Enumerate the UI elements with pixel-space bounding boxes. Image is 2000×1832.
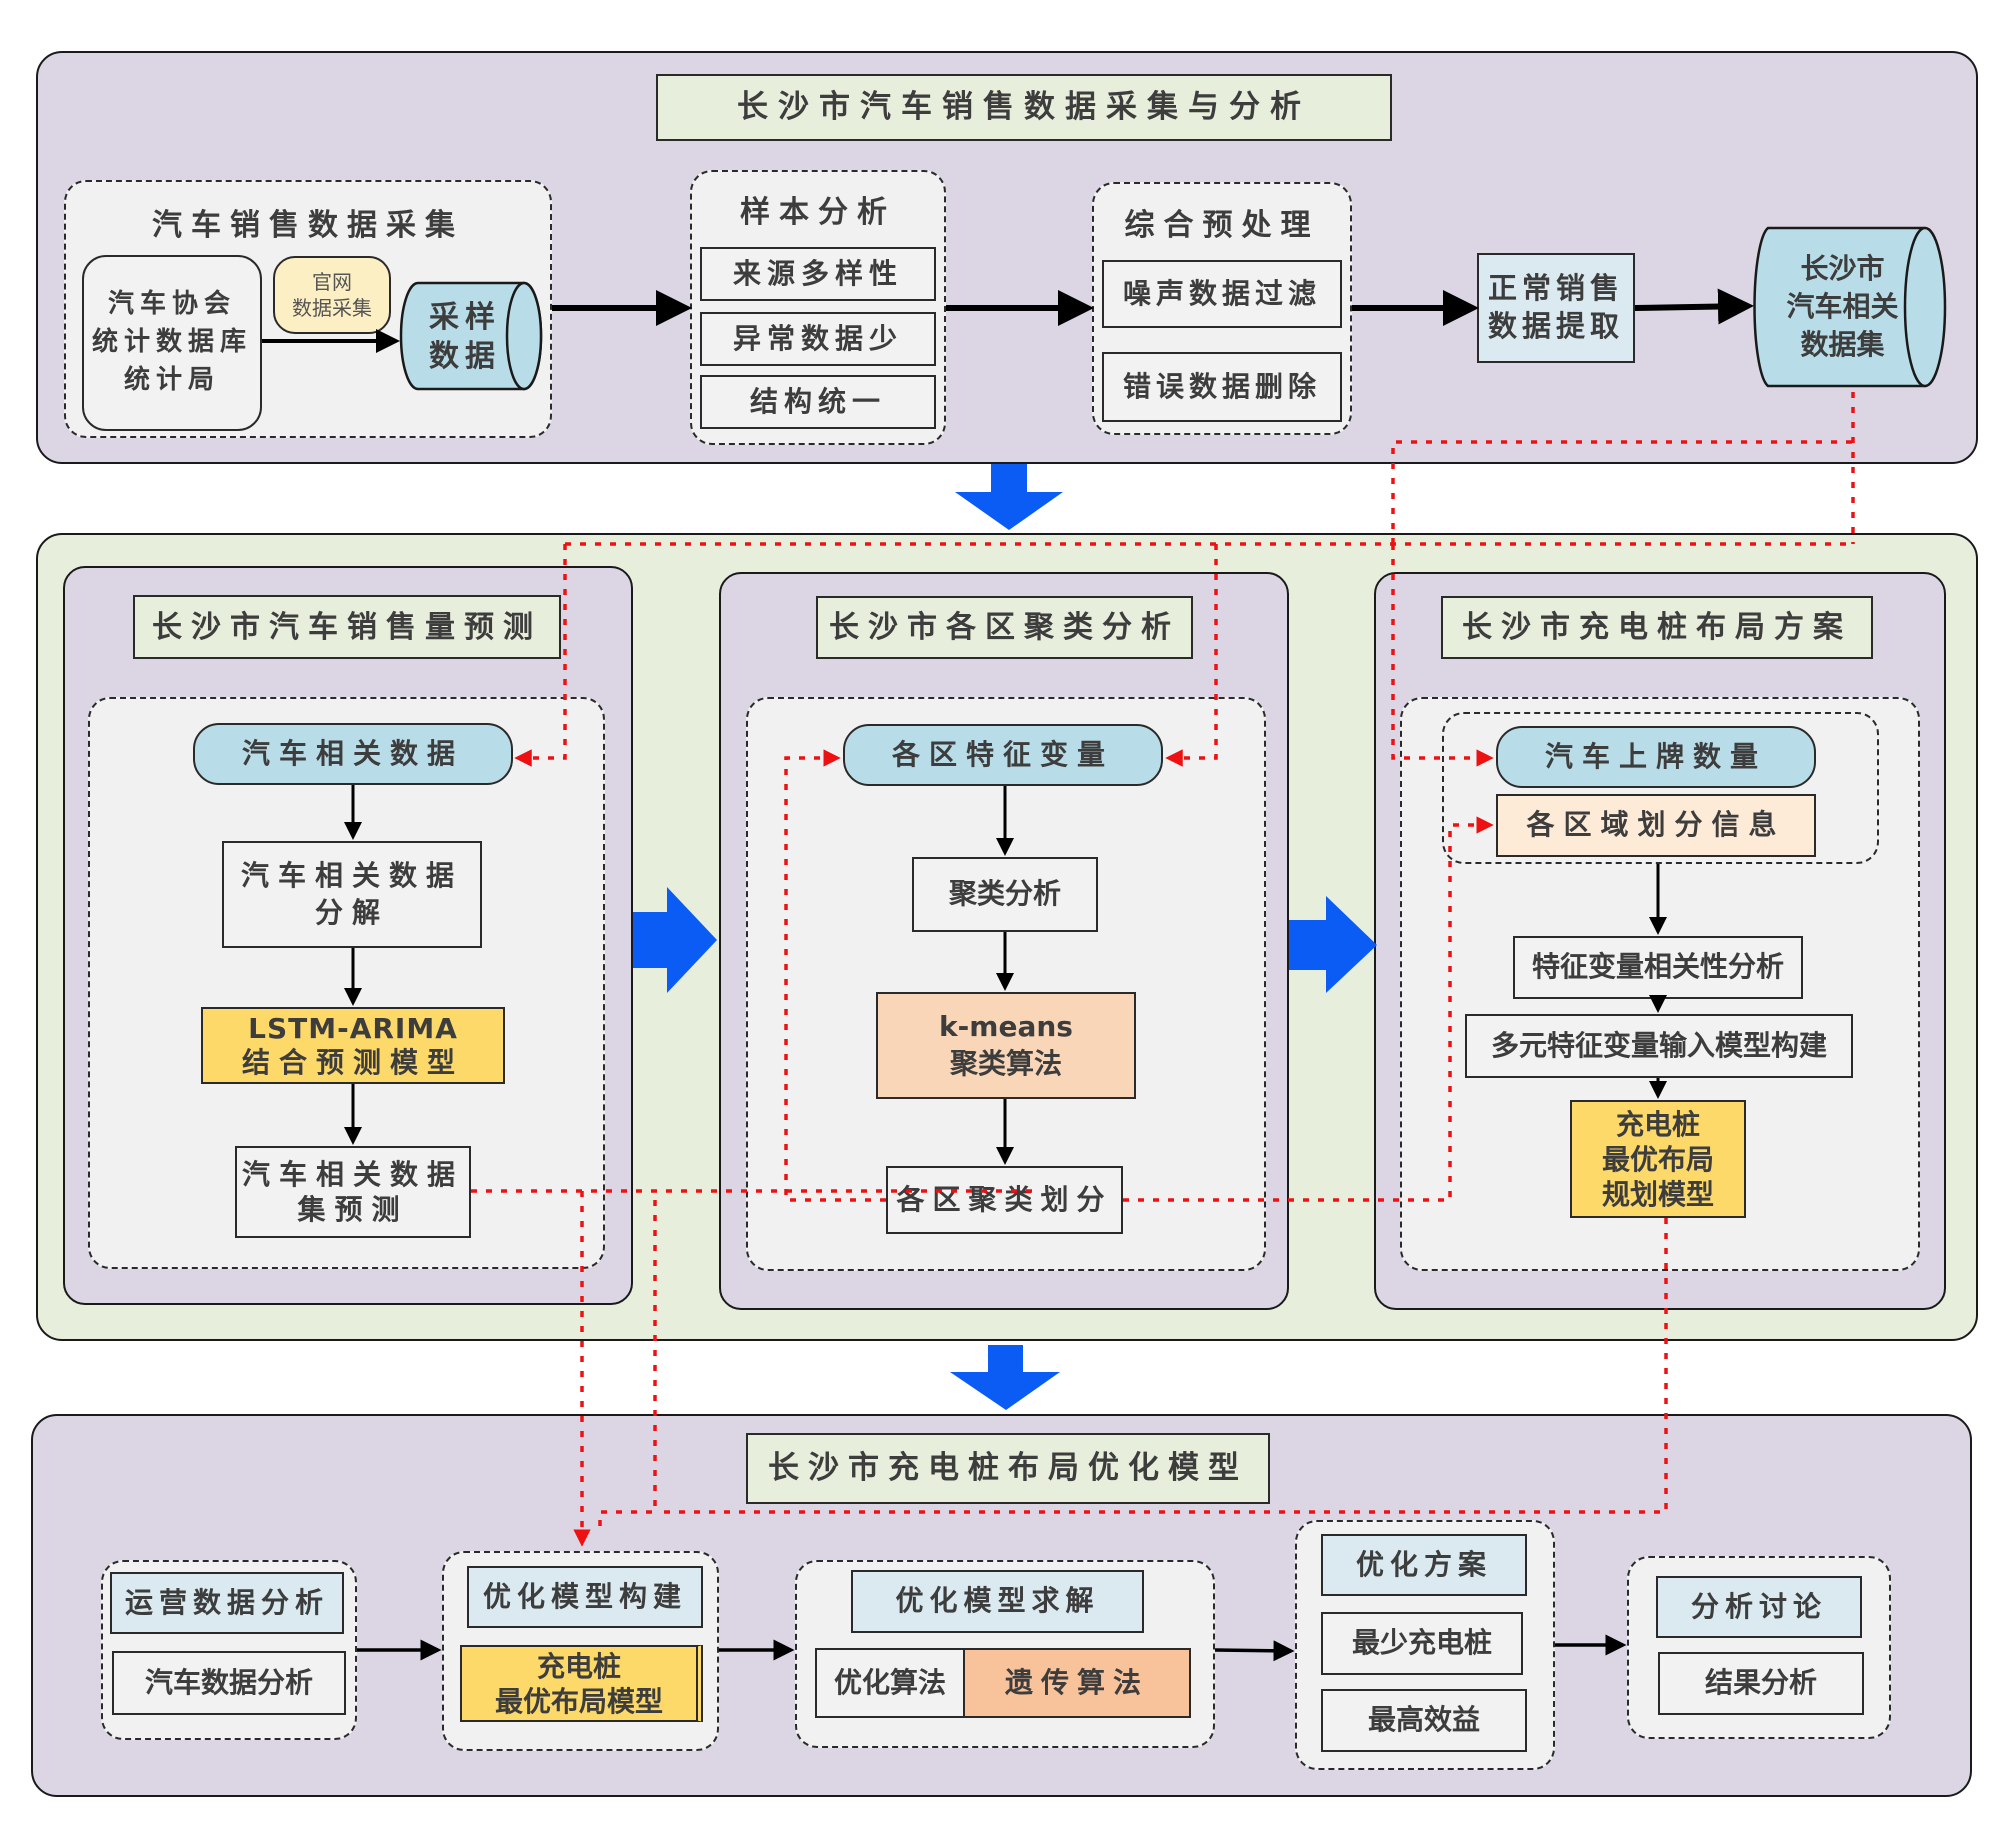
- node-line: 充电桩: [536, 1649, 621, 1683]
- node-line: 集预测: [297, 1193, 409, 1226]
- optimization-plan-head: 优化方案: [1321, 1534, 1527, 1596]
- node-line: k-means: [939, 1010, 1073, 1044]
- node-line: 分解: [314, 895, 389, 929]
- sample-data-line: 采样: [429, 300, 501, 335]
- source-item: 统计局: [123, 364, 220, 395]
- error-removal-item: 错误数据删除: [1102, 352, 1342, 422]
- optimal-layout-planning-node: 充电桩 最优布局 规划模型: [1570, 1100, 1746, 1218]
- car-data-analysis-item: 汽车数据分析: [112, 1651, 346, 1715]
- blue-arrow-top-to-middle: [955, 464, 1063, 530]
- web-collection-tag: 官网 数据采集: [273, 256, 391, 334]
- sample-item-uniform-structure: 结构统一: [700, 375, 936, 429]
- node-line: 最优布局模型: [494, 1684, 663, 1718]
- source-item: 统计数据库: [91, 327, 252, 358]
- lstm-arima-model-node: LSTM-ARIMA 结合预测模型: [201, 1007, 505, 1084]
- node-line: 充电桩: [1615, 1107, 1700, 1141]
- dataset-forecast-node: 汽车相关数据 集预测: [235, 1146, 471, 1238]
- district-partition-node: 各区聚类划分: [886, 1166, 1123, 1234]
- web-tag-line: 数据采集: [292, 296, 372, 320]
- ops-analysis-head: 运营数据分析: [110, 1572, 344, 1634]
- car-data-node: 汽车相关数据: [193, 723, 513, 785]
- dataset-line: 长沙市: [1800, 252, 1885, 285]
- node-line: LSTM-ARIMA: [248, 1011, 458, 1045]
- data-collection-title: 长沙市汽车销售数据采集与分析: [656, 74, 1392, 141]
- dataset-line: 汽车相关: [1786, 289, 1899, 323]
- sales-forecast-title: 长沙市汽车销售量预测: [133, 595, 561, 659]
- preprocess-title: 综合预处理: [1124, 208, 1320, 243]
- data-decomposition-node: 汽车相关数据 分解: [222, 841, 482, 948]
- node-line: 聚类算法: [949, 1046, 1062, 1080]
- sales-data-collection-title: 汽车销售数据采集: [152, 208, 464, 243]
- normal-sales-extraction-box: 正常销售 数据提取: [1477, 253, 1635, 363]
- dataset-label: 长沙市 汽车相关 数据集: [1755, 250, 1930, 363]
- car-plate-count-node: 汽车上牌数量: [1496, 726, 1816, 788]
- node-line: 汽车相关数据: [241, 1158, 464, 1191]
- region-division-node: 各区域划分信息: [1496, 794, 1816, 857]
- district-cluster-title: 长沙市各区聚类分析: [816, 596, 1193, 659]
- kmeans-algorithm-node: k-means 聚类算法: [876, 992, 1136, 1099]
- genetic-algorithm-item: 遗传算法: [963, 1648, 1191, 1718]
- optimization-title: 长沙市充电桩布局优化模型: [746, 1433, 1270, 1504]
- sample-data-cylinder: [399, 281, 543, 391]
- dataset-line: 数据集: [1800, 327, 1885, 361]
- sample-data-line: 数据: [429, 339, 501, 374]
- extract-line: 数据提取: [1487, 309, 1624, 343]
- model-build-head: 优化模型构建: [467, 1566, 703, 1628]
- result-analysis-item: 结果分析: [1658, 1652, 1864, 1715]
- district-feature-node: 各区特征变量: [843, 724, 1163, 786]
- multi-feature-input-node: 多元特征变量输入模型构建: [1465, 1014, 1853, 1078]
- sample-item-source-diversity: 来源多样性: [700, 247, 936, 301]
- web-tag-line: 官网: [312, 270, 352, 294]
- node-line: 汽车相关数据: [240, 859, 463, 893]
- model-solve-head: 优化模型求解: [851, 1570, 1144, 1633]
- dataset-cylinder: [1753, 226, 1947, 388]
- source-item: 汽车协会: [107, 289, 236, 320]
- min-chargers-item: 最少充电桩: [1321, 1612, 1523, 1675]
- optimization-algorithm-label: 优化算法: [815, 1648, 965, 1718]
- sample-data-label: 采样 数据: [410, 298, 520, 376]
- extract-line: 正常销售: [1487, 271, 1624, 306]
- node-line: 规划模型: [1601, 1177, 1714, 1211]
- node-line: 最优布局: [1601, 1142, 1714, 1176]
- source-list: 汽车协会 统计数据库 统计局: [82, 255, 262, 431]
- charging-layout-title: 长沙市充电桩布局方案: [1441, 596, 1873, 659]
- noise-filter-item: 噪声数据过滤: [1102, 260, 1342, 328]
- feature-correlation-node: 特征变量相关性分析: [1513, 936, 1803, 999]
- optimal-layout-model-item: 充电桩 最优布局模型: [460, 1645, 703, 1722]
- sample-analysis-title: 样本分析: [740, 195, 896, 230]
- max-benefit-item: 最高效益: [1321, 1689, 1527, 1752]
- node-line: 结合预测模型: [241, 1045, 464, 1079]
- sample-item-few-anomalies: 异常数据少: [700, 312, 936, 366]
- analysis-discussion-head: 分析讨论: [1656, 1576, 1862, 1638]
- blue-arrow-middle-to-bottom: [950, 1345, 1060, 1410]
- cluster-analysis-node: 聚类分析: [912, 857, 1098, 932]
